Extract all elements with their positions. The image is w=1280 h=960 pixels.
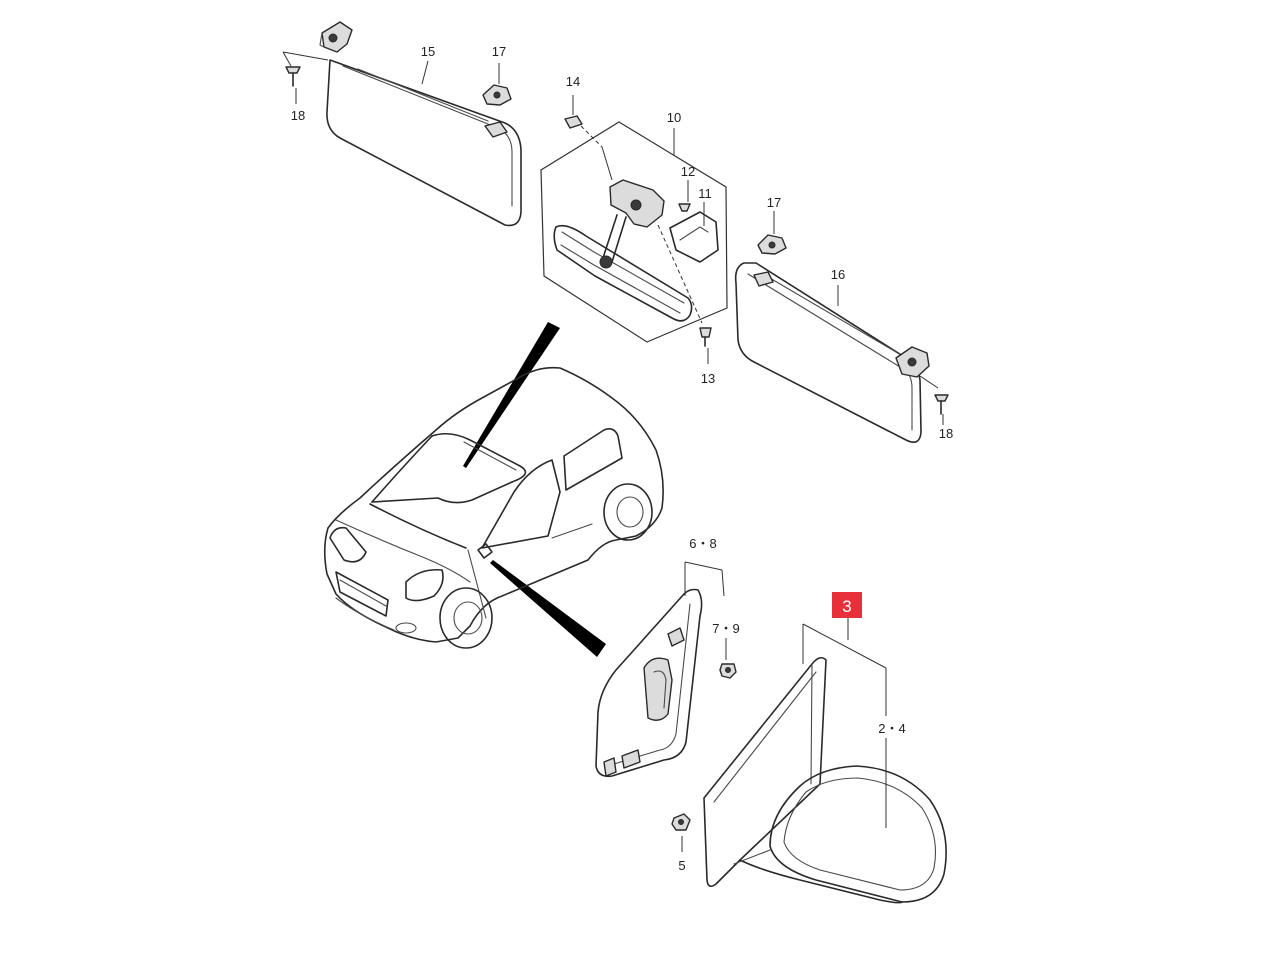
- mirror-bulb-14[interactable]: [564, 115, 583, 129]
- callout-5: 5: [678, 858, 685, 873]
- right-visor-holder-clip[interactable]: [757, 234, 787, 255]
- callout-11: 11: [698, 186, 712, 201]
- mirror-cover-11[interactable]: [669, 211, 719, 263]
- callout-6-8: 6・8: [689, 536, 716, 551]
- callout-18-left: 18: [291, 108, 305, 123]
- callout-14: 14: [566, 74, 580, 89]
- callout-16: 16: [831, 267, 845, 282]
- callout-13: 13: [701, 371, 715, 386]
- garnish-clip-7-9[interactable]: [719, 663, 737, 679]
- callout-3: 3: [842, 597, 851, 616]
- callout-2-4: 2・4: [878, 721, 905, 736]
- left-visor-holder-clip[interactable]: [482, 84, 512, 106]
- callout-7-9: 7・9: [712, 621, 739, 636]
- mirror-group-frame: [540, 121, 728, 343]
- callout-18-right: 18: [939, 426, 953, 441]
- left-sun-visor[interactable]: [326, 59, 522, 227]
- pointer-to-rear-mirror: [463, 322, 560, 468]
- callout-10: 10: [667, 110, 681, 125]
- mirror-stay-bracket[interactable]: [599, 179, 665, 269]
- right-sun-visor[interactable]: [734, 262, 922, 443]
- mirror-screw-12[interactable]: [678, 203, 691, 212]
- mirror-bolt-13[interactable]: [699, 327, 712, 347]
- pointer-to-side-mirror: [490, 560, 606, 657]
- highlight-callout-3[interactable]: 3: [832, 592, 862, 618]
- right-visor-hinge[interactable]: [895, 346, 930, 378]
- car-illustration: [323, 366, 664, 649]
- callout-12: 12: [681, 164, 695, 179]
- callout-17-top: 17: [492, 44, 506, 59]
- mirror-inner-garnish[interactable]: [595, 588, 703, 778]
- garnish-clip-5[interactable]: [671, 813, 691, 831]
- callout-17-right: 17: [767, 195, 781, 210]
- left-visor-screw[interactable]: [285, 66, 301, 87]
- left-visor-hinge[interactable]: [319, 21, 353, 53]
- right-visor-screw[interactable]: [934, 394, 949, 415]
- outside-rear-view-mirror[interactable]: [703, 656, 947, 904]
- callout-15: 15: [421, 44, 435, 59]
- rear-view-mirror[interactable]: [553, 224, 693, 322]
